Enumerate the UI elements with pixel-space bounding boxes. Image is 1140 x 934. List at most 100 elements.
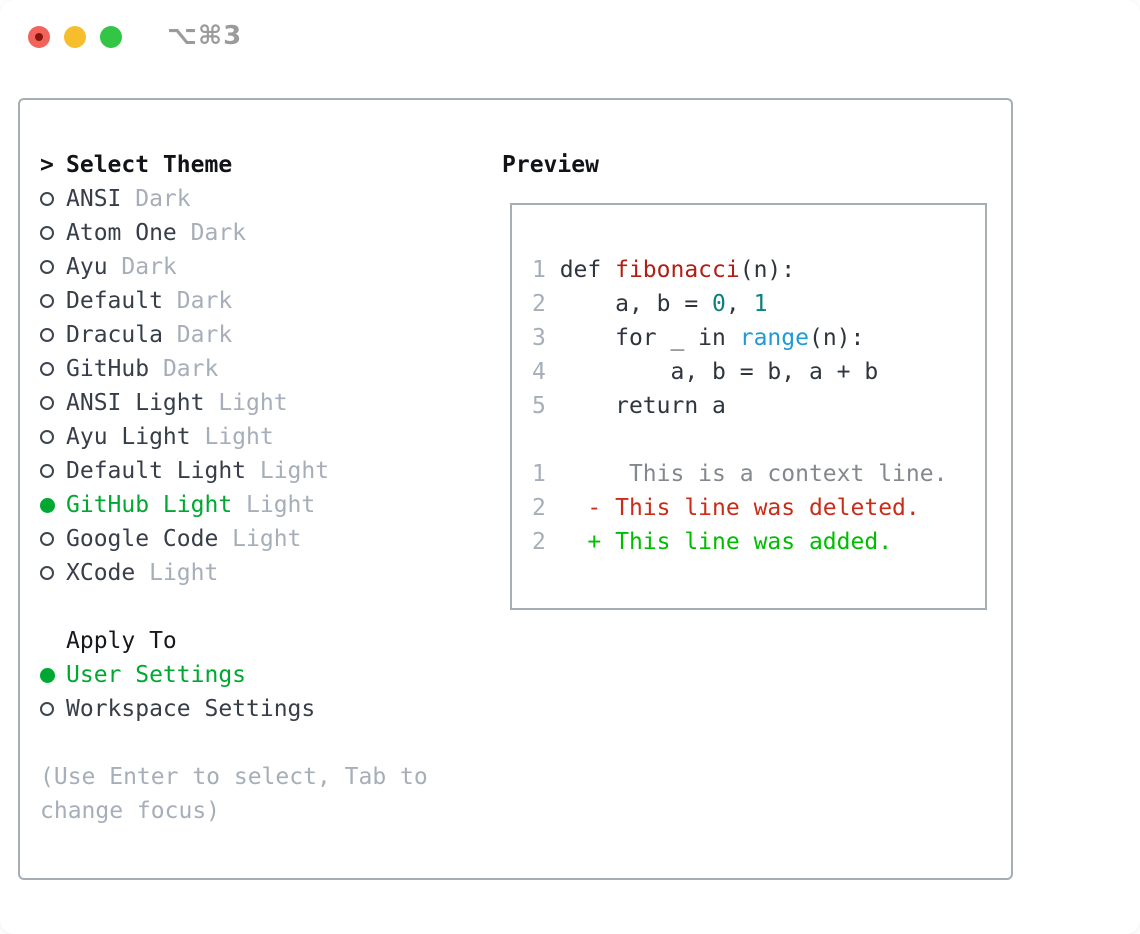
code-segment: 0 [712, 291, 726, 317]
marker-column [40, 362, 66, 376]
marker-column [40, 702, 66, 716]
hint-line: (Use Enter to select, Tab to [40, 764, 428, 790]
select-theme-header: > Select Theme [40, 148, 428, 182]
theme-name: ANSI Light [66, 390, 205, 416]
theme-name: Atom One [66, 220, 177, 246]
keyboard-shortcut-label: ⌥⌘3 [167, 21, 243, 51]
radio-icon [40, 396, 54, 410]
code-segment: 2 [532, 495, 546, 521]
theme-option-google-code[interactable]: Google Code Light [40, 522, 428, 556]
theme-name: Default [66, 288, 163, 314]
marker-column [40, 328, 66, 342]
theme-name: Ayu Light [66, 424, 191, 450]
theme-option-github[interactable]: GitHub Dark [40, 352, 428, 386]
code-segment: (n): [739, 257, 796, 283]
marker-column [40, 294, 66, 308]
close-window-icon[interactable] [28, 26, 50, 48]
theme-name: ANSI [66, 186, 122, 212]
theme-variant: Dark [135, 186, 191, 212]
theme-variant: Light [149, 560, 219, 586]
radio-icon [40, 328, 54, 342]
theme-variant: Dark [190, 220, 247, 246]
marker-column [40, 497, 66, 513]
code-segment: return a [559, 393, 726, 419]
theme-option-ansi[interactable]: ANSI Dark [40, 182, 428, 216]
theme-name: Dracula [66, 322, 163, 348]
selected-radio-icon [40, 667, 55, 683]
theme-name: Ayu [66, 254, 108, 280]
marker-column [40, 532, 66, 546]
radio-icon [40, 362, 54, 376]
apply-option-workspace-settings[interactable]: Workspace Settings [40, 692, 428, 726]
select-theme-title: Select Theme [66, 152, 233, 178]
radio-icon [40, 226, 54, 240]
code-segment: , [725, 291, 754, 317]
apply-to-header: Apply To [40, 624, 428, 658]
theme-variant: Light [218, 390, 288, 416]
theme-option-xcode[interactable]: XCode Light [40, 556, 428, 590]
theme-option-default[interactable]: Default Dark [40, 284, 428, 318]
code-segment: 3 [532, 325, 560, 351]
radio-icon [40, 192, 54, 206]
theme-variant: Dark [176, 322, 233, 348]
code-line-4: 4 a, b = b, a + b [532, 355, 985, 389]
radio-icon [40, 566, 54, 580]
theme-name: Google Code [66, 526, 219, 552]
radio-icon [40, 294, 54, 308]
code-segment: 4 [532, 359, 560, 385]
theme-option-ayu[interactable]: Ayu Dark [40, 250, 428, 284]
code-segment: 5 [532, 393, 560, 419]
code-line-8: 2 - This line was deleted. [532, 491, 985, 525]
cursor-marker: > [40, 152, 54, 178]
apply-to-title: Apply To [66, 628, 177, 654]
marker-column [40, 396, 66, 410]
theme-variant: Dark [121, 254, 177, 280]
code-segment: fibonacci [615, 257, 740, 283]
theme-option-ansi-light[interactable]: ANSI Light Light [40, 386, 428, 420]
code-segment [546, 529, 588, 555]
code-segment: a, b = b, a + b [559, 359, 879, 385]
spacer [40, 590, 428, 624]
apply-option-label: Workspace Settings [66, 696, 316, 722]
marker-column [40, 430, 66, 444]
code-line-9: 2 + This line was added. [532, 525, 985, 559]
code-segment: 2 [532, 529, 546, 555]
theme-name: XCode [66, 560, 136, 586]
code-line-5: 5 return a [532, 389, 985, 423]
theme-variant: Dark [176, 288, 233, 314]
zoom-window-icon[interactable] [100, 26, 122, 48]
code-segment: - This line was deleted. [587, 495, 920, 521]
theme-variant: Light [204, 424, 274, 450]
marker-column [40, 192, 66, 206]
code-segment: + This line was added. [587, 529, 893, 555]
radio-icon [40, 464, 54, 478]
code-segment: 1 [532, 257, 560, 283]
minimize-window-icon[interactable] [64, 26, 86, 48]
marker-column [40, 566, 66, 580]
theme-name: GitHub [66, 356, 150, 382]
code-line-6 [532, 423, 985, 457]
theme-variant: Light [232, 526, 302, 552]
apply-option-label: User Settings [66, 662, 247, 688]
theme-option-ayu-light[interactable]: Ayu Light Light [40, 420, 428, 454]
code-segment: def [559, 257, 616, 283]
code-segment: 1 [753, 291, 768, 317]
radio-icon [40, 702, 54, 716]
theme-variant: Dark [162, 356, 219, 382]
marker-column [40, 226, 66, 240]
apply-option-user-settings[interactable]: User Settings [40, 658, 428, 692]
theme-option-atom-one[interactable]: Atom One Dark [40, 216, 428, 250]
code-segment: 2 [532, 291, 560, 317]
theme-option-dracula[interactable]: Dracula Dark [40, 318, 428, 352]
hint-line: change focus) [40, 798, 221, 824]
radio-icon [40, 430, 54, 444]
